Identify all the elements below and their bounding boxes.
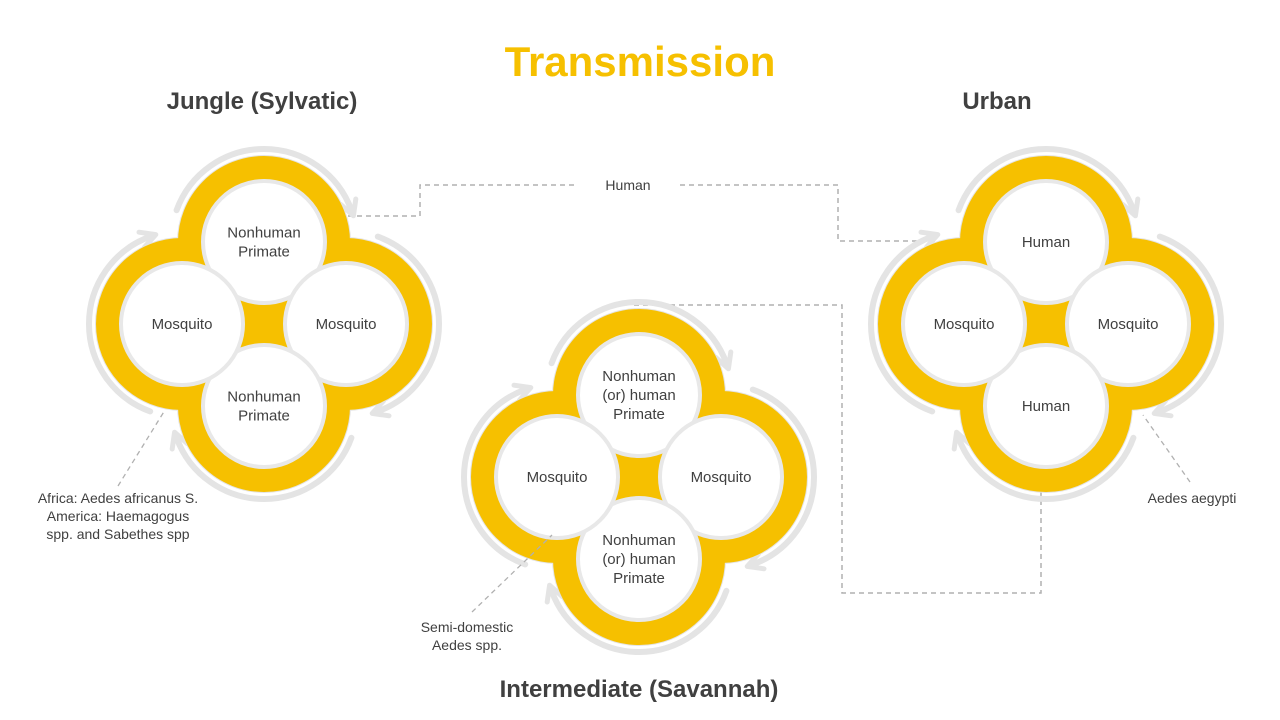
node-label: (or) human — [602, 551, 675, 568]
urban-node-top: Human — [983, 179, 1109, 305]
urban-node-right: Mosquito — [1065, 261, 1191, 387]
connector-intermediate-to-urban — [634, 304, 1042, 594]
intermediate-cycle: Nonhuman(or) humanPrimateMosquitoNonhuma… — [421, 299, 817, 655]
cycle-arrow-head — [136, 229, 159, 250]
urban-vector-note: Aedes aegypti — [1148, 490, 1237, 506]
cycle-arrow-arc — [173, 146, 355, 214]
cycle-ring — [471, 391, 643, 563]
cycle-ring — [878, 238, 1050, 410]
jungle-vector-note: Africa: Aedes africanus S. America: Haema… — [38, 490, 198, 542]
node-label: Human — [1022, 398, 1070, 415]
node-disc — [201, 179, 327, 305]
jungle-node-right: Mosquito — [283, 261, 409, 387]
node-label: Mosquito — [527, 469, 588, 486]
node-label: Nonhuman — [227, 225, 300, 242]
urban-cycle-arrows — [868, 146, 1224, 502]
cycle-arrow-arc — [461, 386, 529, 568]
intermediate-node-right: Mosquito — [658, 414, 784, 540]
node-disc — [119, 261, 245, 387]
intermediate-cycle-arrows — [461, 299, 817, 655]
cycle-arrow-arc — [1156, 233, 1224, 415]
node-disc — [983, 343, 1109, 469]
page-title: Transmission — [504, 38, 776, 85]
node-label: Primate — [613, 570, 665, 587]
urban-cycle-title: Urban — [962, 88, 1032, 115]
node-disc — [576, 496, 702, 622]
note-line: America: Haemagogus — [47, 508, 189, 524]
note-line: Aedes aegypti — [1148, 490, 1237, 506]
cycle-arrow-arc — [868, 233, 936, 415]
cycle-arrow-arc — [173, 434, 355, 502]
node-disc — [576, 332, 702, 458]
node-label: Nonhuman — [602, 368, 675, 385]
jungle-cycle: NonhumanPrimateMosquitoNonhumanPrimateMo… — [38, 146, 442, 542]
jungle-cycle-title: Jungle (Sylvatic) — [166, 88, 358, 115]
node-disc — [658, 414, 784, 540]
note-line: Semi-domestic — [421, 619, 514, 635]
cycle-arrow-head — [1120, 196, 1141, 219]
node-label: Primate — [238, 244, 290, 261]
node-label: Mosquito — [691, 469, 752, 486]
cycle-arrow-arc — [548, 587, 730, 655]
cycle-arrow-arc — [374, 233, 442, 415]
cycle-arrow-head — [369, 398, 392, 419]
cycle-arrow-arc — [548, 299, 730, 367]
connector-human-label: Human — [605, 177, 650, 193]
connector-jungle-to-human — [312, 184, 578, 217]
jungle-note-leader — [117, 409, 166, 487]
node-label: Mosquito — [934, 316, 995, 333]
connector-human-to-urban — [680, 184, 935, 242]
node-disc — [983, 179, 1109, 305]
cycle-arrow-arc — [955, 146, 1137, 214]
node-disc — [1065, 261, 1191, 387]
node-label: Nonhuman — [227, 389, 300, 406]
node-disc — [901, 261, 1027, 387]
node-label: (or) human — [602, 387, 675, 404]
cycle-arrow-arc — [86, 233, 154, 415]
jungle-cycle-arrows — [86, 146, 442, 502]
cycle-arrow-head — [918, 229, 941, 250]
urban-node-bottom: Human — [983, 343, 1109, 469]
node-label: Mosquito — [152, 316, 213, 333]
cycle-arrow-head — [169, 429, 190, 452]
node-label: Mosquito — [316, 316, 377, 333]
node-disc — [283, 261, 409, 387]
jungle-node-left: Mosquito — [119, 261, 245, 387]
note-line: Africa: Aedes africanus S. — [38, 490, 198, 506]
cycle-arrow-arc — [749, 386, 817, 568]
node-label: Mosquito — [1098, 316, 1159, 333]
node-disc — [201, 343, 327, 469]
cycle-arrow-head — [713, 349, 734, 372]
intermediate-cycle-title: Intermediate (Savannah) — [499, 676, 779, 703]
node-label: Primate — [613, 406, 665, 423]
note-line: spp. and Sabethes spp — [46, 526, 189, 542]
cycle-arrow-head — [338, 196, 359, 219]
cycle-arrow-head — [951, 429, 972, 452]
node-disc — [494, 414, 620, 540]
cycle-arrow-head — [544, 582, 565, 605]
cycle-arrow-head — [1151, 398, 1174, 419]
urban-note-leader — [1142, 414, 1191, 483]
node-label: Primate — [238, 408, 290, 425]
intermediate-note-leader — [471, 534, 553, 613]
cycle-arrow-head — [744, 551, 767, 572]
node-label: Human — [1022, 234, 1070, 251]
cycle-arrow-head — [511, 382, 534, 403]
note-line: Aedes spp. — [432, 637, 502, 653]
cycle-arrow-arc — [955, 434, 1137, 502]
cycle-connectors: Human — [312, 177, 1042, 594]
intermediate-node-left: Mosquito — [494, 414, 620, 540]
urban-node-left: Mosquito — [901, 261, 1027, 387]
node-label: Nonhuman — [602, 532, 675, 549]
cycle-ring — [96, 238, 268, 410]
